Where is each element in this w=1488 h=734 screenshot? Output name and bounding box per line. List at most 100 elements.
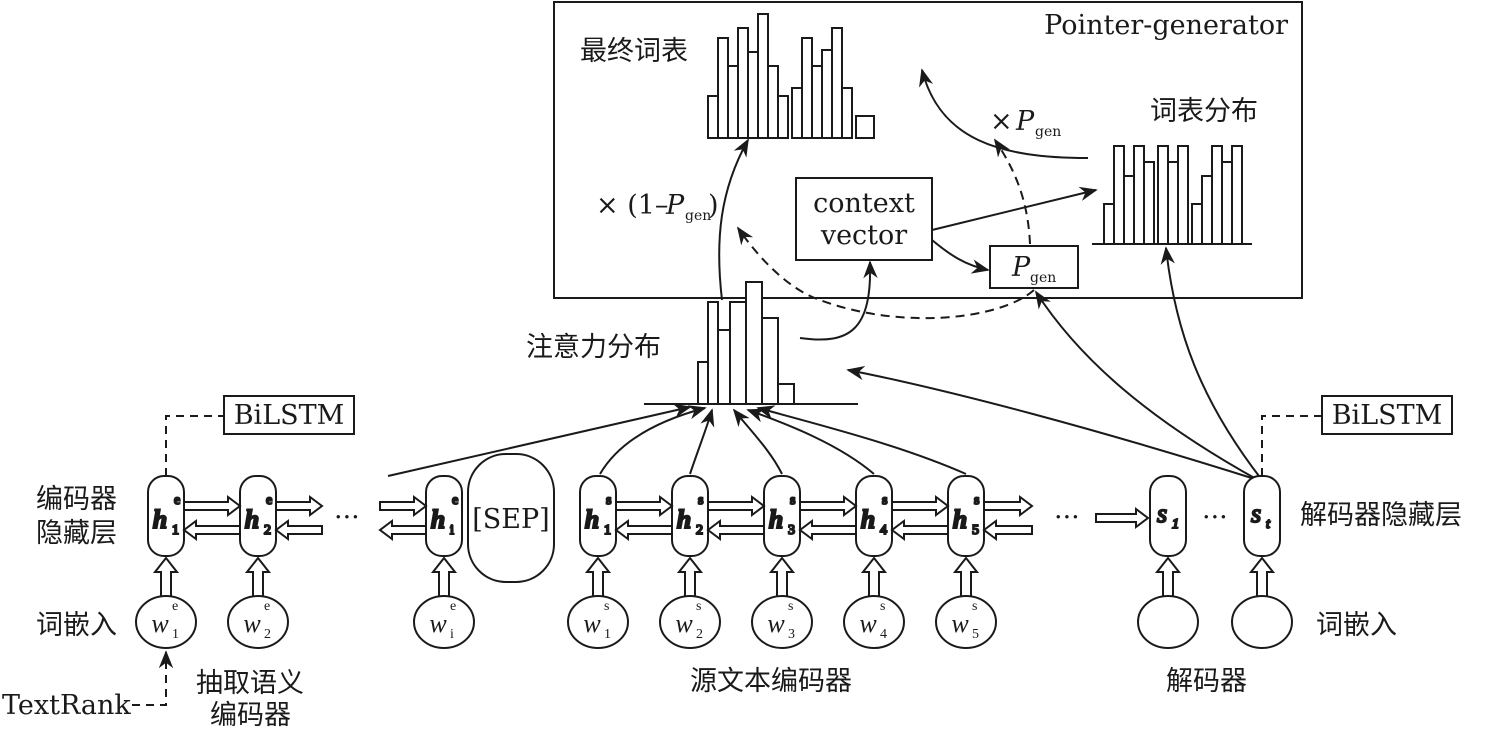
word-node-w3s-base: w <box>767 609 785 638</box>
hidden-node-hie-sup: e <box>452 493 458 508</box>
hidden-node-h1e-sup: e <box>174 493 180 508</box>
hidden-node-h5s-sub: 5 <box>972 523 979 538</box>
word-node-w2s-sub: 2 <box>696 627 703 642</box>
hidden-node-hie-sub: i <box>450 523 454 538</box>
word-node-w4s <box>843 595 905 649</box>
hidden-node-h1s-sub: 1 <box>604 523 611 538</box>
dashed-pgen-to-one-minus <box>736 226 1035 320</box>
hidden-node-h1s-base: h <box>585 505 599 534</box>
forward-arrow-1 <box>275 495 324 517</box>
bilstm-box-right <box>1321 395 1453 435</box>
word-node-wie-sub: i <box>450 627 454 642</box>
backward-arrow-0 <box>182 519 241 541</box>
up-arrow-8 <box>1154 556 1182 599</box>
hidden-node-h2e-base: h <box>245 505 259 534</box>
hidden-node-h2s-sup: s <box>698 493 703 508</box>
arrow-attention-to-context <box>799 260 878 341</box>
times-one-minus-P: P <box>665 190 685 221</box>
times-one-minus-sub: gen <box>685 208 711 224</box>
hidden-node-h3s-base: h <box>769 505 783 534</box>
forward-arrow-5 <box>799 495 858 517</box>
forward-arrow-6 <box>891 495 950 517</box>
forward-arrow-4 <box>707 495 766 517</box>
arrow-attention-to-final <box>718 138 749 301</box>
word-embedding-label-right: 词嵌入 <box>1316 610 1397 641</box>
hidden-node-h2e-sub: 2 <box>264 523 271 538</box>
bilstm-box-left <box>223 395 355 435</box>
pointer-generator-box <box>553 1 1303 299</box>
decoder-label: 解码器 <box>1166 666 1247 697</box>
word-node-wie-sup: e <box>450 599 456 614</box>
up-arrow-0 <box>152 556 180 599</box>
up-arrow-6 <box>860 556 888 599</box>
dashed-pgen-up <box>994 138 1031 245</box>
encoder-hidden-label-2: 隐藏层 <box>36 518 117 549</box>
word-node-w1e-sup: e <box>172 599 178 614</box>
decoder-hidden-label: 解码器隐藏层 <box>1300 500 1462 531</box>
hidden-node-h1e-sub: 1 <box>172 523 179 538</box>
word-node-w1s <box>567 595 629 649</box>
ellipsis-encoder-left: ··· <box>334 502 360 533</box>
hidden-node-hie <box>425 475 463 557</box>
word-node-w3s-sub: 3 <box>788 627 795 642</box>
times-pgen-sub: gen <box>1035 124 1061 140</box>
forward-arrow-0 <box>183 495 242 517</box>
word-embedding-label-left: 词嵌入 <box>36 610 117 641</box>
word-node-w1s-sub: 1 <box>604 627 611 642</box>
backward-arrow-1 <box>274 519 323 541</box>
final-vocab-label: 最终词表 <box>580 36 688 67</box>
hidden-node-hie-base: h <box>431 505 445 534</box>
bilstm-label-left: BiLSTM <box>234 400 345 431</box>
hidden-node-h2e <box>239 475 277 557</box>
hidden-node-h2s-base: h <box>677 505 691 534</box>
word-node-w3s-sup: s <box>788 599 793 614</box>
attention-input-arrows <box>387 246 1263 481</box>
sep-label: [SEP] <box>472 504 549 535</box>
encoder-hidden-label-1: 编码器 <box>36 484 117 515</box>
backward-arrow-6 <box>890 519 949 541</box>
word-node-w2e-sup: e <box>264 599 270 614</box>
word-node-w4s-base: w <box>859 609 877 638</box>
word-node-w5s-sub: 5 <box>972 627 979 642</box>
hidden-node-h4s <box>855 475 893 557</box>
word-node-w2s <box>659 595 721 649</box>
hidden-node-h5s <box>947 475 985 557</box>
times-pgen-P: P <box>1015 106 1035 137</box>
vocab-dist-histogram <box>1103 145 1243 245</box>
extract-encoder-label-2: 编码器 <box>210 700 291 731</box>
backward-arrow-2 <box>378 519 427 541</box>
decoder-node-s1 <box>1149 475 1187 557</box>
word-node-w1e-sub: 1 <box>172 627 179 642</box>
ellipsis-encoder-right: ··· <box>1054 502 1080 533</box>
pgen-box-label: P <box>1011 252 1031 283</box>
decoder-node-st-sub: t <box>1266 517 1271 532</box>
final-vocab-histogram <box>707 13 875 139</box>
pointer-generator-title: Pointer-generator <box>1044 10 1288 41</box>
word-node-w1e <box>135 595 197 649</box>
word-node-w5s <box>935 595 997 649</box>
hidden-node-h2e-sup: e <box>266 493 272 508</box>
decoder-embedding-node-0 <box>1137 595 1199 649</box>
backward-arrow-3 <box>614 519 673 541</box>
times-one-minus-prefix: × (1– <box>596 190 668 221</box>
word-node-w4s-sub: 4 <box>880 627 887 642</box>
hidden-node-h5s-sup: s <box>974 493 979 508</box>
word-node-w2e-base: w <box>243 609 261 638</box>
word-node-w5s-sup: s <box>972 599 977 614</box>
word-node-w2e <box>227 595 289 649</box>
context-vector-line1: context <box>813 188 915 219</box>
up-arrow-5 <box>768 556 796 599</box>
hidden-node-h1s <box>579 475 617 557</box>
hidden-node-h3s-sub: 3 <box>788 523 795 538</box>
hidden-node-h1s-sup: s <box>606 493 611 508</box>
decoder-node-s1-base: s <box>1157 499 1167 528</box>
times-pgen-prefix: × <box>990 106 1013 137</box>
forward-arrow-2 <box>379 495 428 517</box>
backward-arrow-5 <box>798 519 857 541</box>
pgen-box <box>989 245 1079 289</box>
times-one-minus-suffix: ) <box>708 190 719 221</box>
attention-label: 注意力分布 <box>526 332 661 363</box>
hidden-node-h4s-sub: 4 <box>880 523 887 538</box>
attention-histogram <box>697 281 795 405</box>
word-node-w2e-sub: 2 <box>264 627 271 642</box>
